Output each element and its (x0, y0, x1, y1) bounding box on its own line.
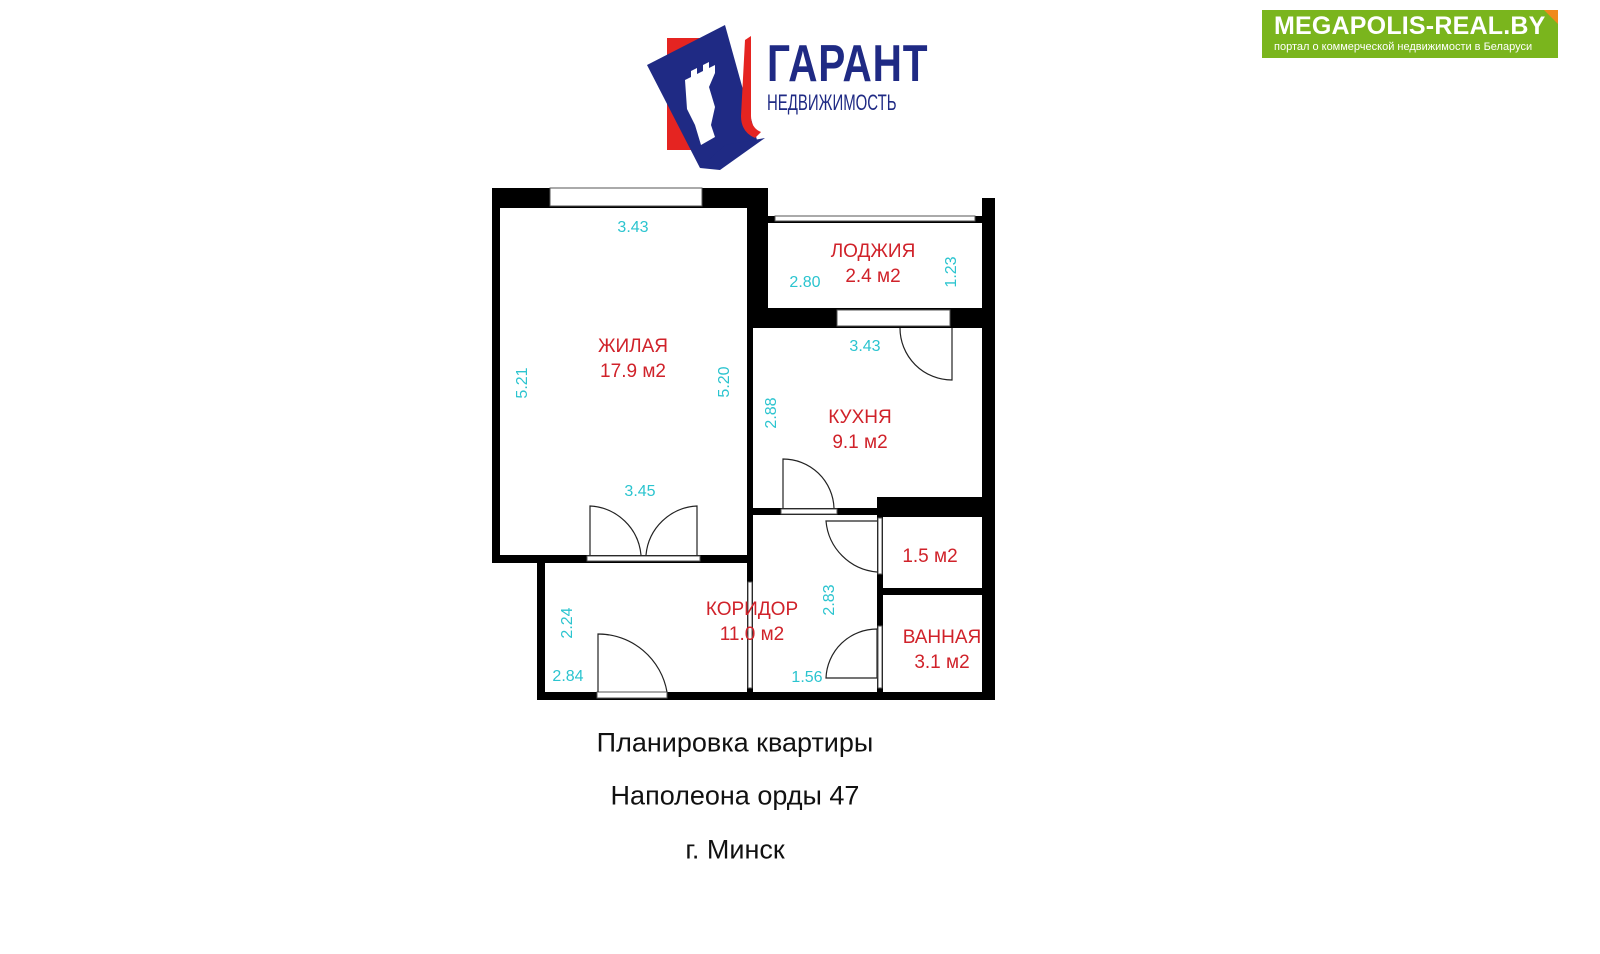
dim-living-left: 5.21 (514, 367, 531, 399)
dim-kitchen-top: 3.43 (849, 338, 881, 355)
room-name-bathroom: ВАННАЯ (902, 627, 982, 648)
dim-kitchen-left: 2.88 (763, 397, 780, 429)
door-swings (589, 327, 953, 693)
double-door-frame (586, 555, 701, 562)
window (549, 187, 703, 207)
logo-brand: ГАРАНТ (767, 35, 929, 93)
garant-logo: ГАРАНТ НЕДВИЖИМОСТЬ (645, 20, 927, 170)
entrance-door-frame (596, 691, 668, 699)
loggia-door (836, 309, 951, 327)
dim-corridor-inner: 2.83 (821, 584, 838, 616)
room-area-living: 17.9 м2 (600, 361, 666, 382)
dim-hall-height: 2.24 (559, 607, 576, 639)
dim-living-bottom: 3.45 (624, 483, 656, 500)
caption-city: г. Минск (685, 834, 785, 865)
loggia-window (774, 215, 976, 222)
logo-subtitle: НЕДВИЖИМОСТЬ (767, 90, 897, 115)
windows-doors (549, 187, 976, 699)
dim-loggia-depth: 1.23 (943, 256, 960, 288)
room-area-kitchen: 9.1 м2 (832, 432, 888, 453)
dim-corridor-bottom: 1.56 (791, 669, 823, 686)
room-area-storage: 1.5 м2 (902, 546, 958, 567)
corridor-partition (747, 581, 753, 689)
badge-title: MEGAPOLIS-REAL.BY (1274, 12, 1546, 40)
badge-corner (1544, 10, 1558, 24)
room-name-living: ЖИЛАЯ (597, 336, 669, 357)
caption-address: Наполеона орды 47 (610, 780, 860, 811)
room-area-loggia: 2.4 м2 (845, 266, 901, 287)
kitchen-door-frame (780, 508, 838, 515)
rook-logo-icon (647, 25, 765, 170)
dim-hall-width: 2.84 (552, 668, 584, 685)
dim-living-top: 3.43 (617, 219, 649, 236)
room-name-corridor: КОРИДОР (705, 599, 799, 620)
badge-subtitle: портал о коммерческой недвижимости в Бел… (1274, 41, 1533, 53)
room-area-bathroom: 3.1 м2 (914, 652, 970, 673)
caption-title: Планировка квартиры (596, 727, 874, 758)
storage-door-frame (877, 517, 883, 575)
room-name-loggia: ЛОДЖИЯ (830, 241, 916, 262)
bath-door-frame (877, 625, 883, 689)
dim-living-right: 5.20 (716, 366, 733, 398)
megapolis-badge[interactable]: MEGAPOLIS-REAL.BY портал о коммерческой … (1262, 10, 1558, 58)
room-name-kitchen: КУХНЯ (828, 407, 892, 428)
room-area-corridor: 11.0 м2 (719, 624, 785, 645)
dim-loggia-width: 2.80 (789, 274, 821, 291)
